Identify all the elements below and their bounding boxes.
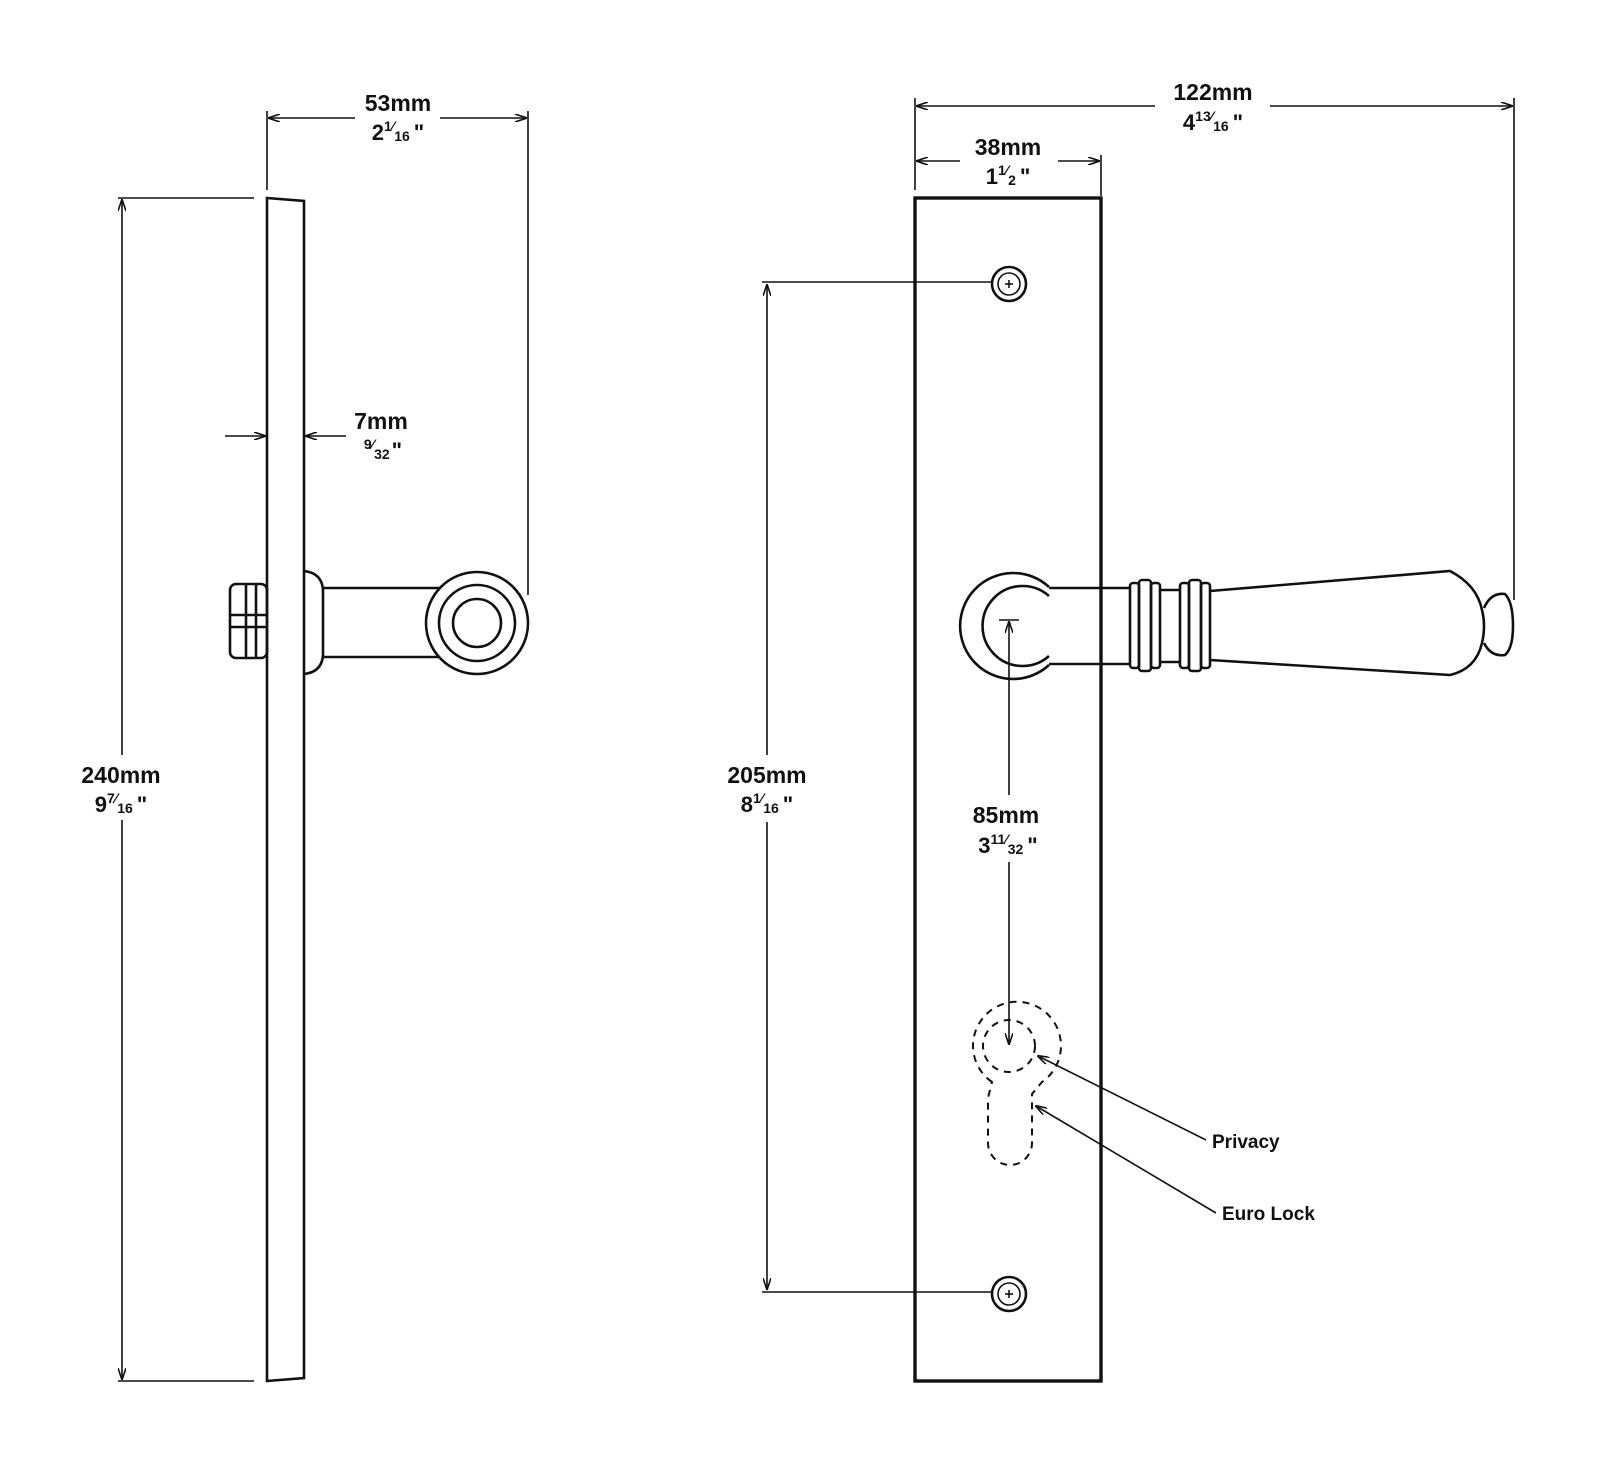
dim-side-width: 53mm 21⁄16"	[266, 90, 529, 595]
dim-side-height-mm: 240mm	[81, 762, 160, 788]
callout-privacy: Privacy	[1038, 1056, 1280, 1153]
side-backplate	[265, 196, 306, 1383]
side-spindle	[228, 582, 269, 660]
dim-fixing-centres-mm: 205mm	[727, 762, 806, 788]
dim-fixing-centres: 205mm 81⁄16"	[727, 281, 992, 1293]
dim-lever-to-lock-in: 311⁄32"	[978, 831, 1037, 858]
dim-front-width: 122mm 413⁄16"	[914, 79, 1515, 600]
dim-side-width-mm: 53mm	[365, 90, 431, 116]
euro-lock-cutout	[972, 1000, 1062, 1166]
dim-plate-width: 38mm 11⁄2"	[917, 134, 1102, 196]
front-view: 122mm 413⁄16" 38mm 11⁄2" 205mm 81⁄16" 85…	[727, 79, 1515, 1383]
front-lever-handle	[1049, 569, 1515, 677]
top-screw-icon	[990, 265, 1028, 303]
dim-plate-width-mm: 38mm	[975, 134, 1041, 160]
dim-side-height: 240mm 97⁄16"	[81, 197, 254, 1382]
front-rose	[958, 571, 1050, 681]
dim-front-width-in: 413⁄16"	[1183, 108, 1243, 135]
side-rose	[303, 569, 325, 676]
side-view: 53mm 21⁄16" 7mm 9⁄32" 240mm 97⁄16"	[81, 90, 530, 1383]
dim-plate-thickness: 7mm 9⁄32"	[225, 408, 408, 463]
dim-lever-to-lock-mm: 85mm	[973, 802, 1039, 828]
dim-lever-to-lock: 85mm 311⁄32"	[973, 619, 1039, 1044]
dim-front-width-mm: 122mm	[1173, 79, 1252, 105]
dim-fixing-centres-in: 81⁄16"	[741, 790, 793, 817]
dim-plate-thickness-in: 9⁄32"	[364, 436, 402, 463]
callout-privacy-label: Privacy	[1212, 1132, 1280, 1153]
dim-side-width-in: 21⁄16"	[372, 118, 424, 145]
side-lever-arm	[323, 586, 440, 659]
front-backplate	[913, 196, 1103, 1383]
bottom-screw-icon	[990, 1275, 1028, 1313]
callout-euro-lock-label: Euro Lock	[1222, 1204, 1315, 1225]
callout-euro-lock: Euro Lock	[1036, 1106, 1315, 1225]
dim-plate-thickness-mm: 7mm	[354, 408, 408, 434]
dim-side-height-in: 97⁄16"	[95, 790, 147, 817]
dim-plate-width-in: 11⁄2"	[986, 162, 1031, 189]
side-lever-end	[424, 570, 530, 676]
